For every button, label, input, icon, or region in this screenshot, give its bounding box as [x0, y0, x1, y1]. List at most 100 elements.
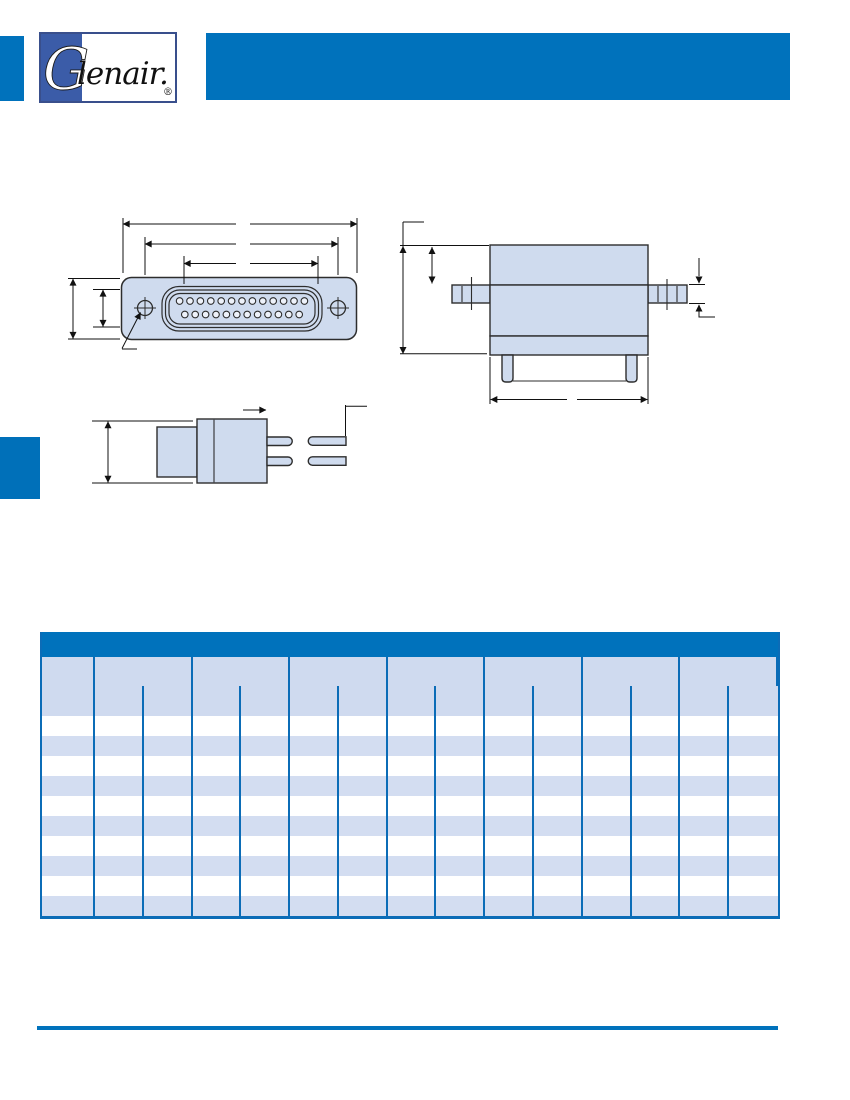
contact-hole: [253, 310, 262, 319]
table-cell: [436, 876, 486, 896]
table-cell: [680, 776, 730, 796]
contact-hole: [284, 310, 293, 319]
table-cell: [42, 736, 95, 756]
side-view-leg-right: [625, 354, 638, 383]
table-cell: [485, 896, 535, 916]
table-cell: [290, 736, 339, 756]
table-cell: [631, 896, 681, 916]
logo-blue-panel: [41, 34, 82, 101]
table-cell: [143, 796, 193, 816]
table-cell: [192, 896, 242, 916]
table-cell: [729, 816, 778, 836]
table-cell: [485, 836, 535, 856]
table-cell: [582, 796, 632, 816]
table-cell: [42, 756, 95, 776]
mounting-hole-right: [327, 297, 349, 319]
table-cell: [680, 796, 730, 816]
table-cell: [436, 896, 486, 916]
table-cell: [387, 896, 437, 916]
dimension-extension-lines: [400, 245, 489, 355]
header-sub-cell: [290, 686, 339, 716]
table-cell: [290, 796, 339, 816]
table-cell: [95, 856, 144, 876]
leader-arrow: [121, 312, 141, 349]
table-cell: [680, 896, 730, 916]
table-cell: [534, 796, 583, 816]
table-cell: [143, 896, 193, 916]
side-view-dimensions: [399, 221, 715, 404]
table-title-bar: [42, 632, 778, 657]
table-cell: [192, 716, 242, 736]
table-cell: [485, 816, 535, 836]
table-cell: [192, 756, 242, 776]
table-cell: [290, 876, 339, 896]
contact-hole: [279, 297, 288, 305]
table-cell: [631, 816, 681, 836]
side-view-leg-left: [501, 354, 514, 383]
header-sub-cell: [582, 686, 632, 716]
table-cell: [485, 876, 535, 896]
header-sub-cell: [338, 686, 388, 716]
header-sub-cell: [241, 686, 291, 716]
table-cell: [436, 796, 486, 816]
table-cell: [241, 836, 291, 856]
glenair-logo: G lenair. ®: [39, 32, 177, 103]
table-cell: [42, 816, 95, 836]
table-cell: [290, 756, 339, 776]
table-cell: [680, 816, 730, 836]
table-cell: [387, 796, 437, 816]
dimension-leader: [345, 405, 367, 436]
table-cell: [95, 796, 144, 816]
dimension-extension-lines: [689, 284, 705, 304]
table-cell: [192, 856, 242, 876]
dimension-extension-lines: [93, 289, 120, 328]
logo-letter-g: G: [43, 35, 89, 103]
table-cell: [680, 716, 730, 736]
table-cell: [241, 776, 291, 796]
table-cell: [582, 896, 632, 916]
table-cell: [582, 716, 632, 736]
table-cell: [290, 716, 339, 736]
table-cell: [729, 836, 778, 856]
table-cell: [143, 756, 193, 776]
table-cell: [729, 716, 778, 736]
table-cell: [534, 816, 583, 836]
table-cell: [582, 856, 632, 876]
table-cell: [387, 856, 437, 876]
footer-rule: [37, 1026, 778, 1030]
contact-hole: [212, 310, 220, 319]
table-cell: [485, 856, 535, 876]
contact-hole: [191, 310, 200, 319]
table-cell: [143, 736, 193, 756]
table-cell: [582, 776, 632, 796]
table-cell: [534, 856, 583, 876]
table-cell: [95, 756, 144, 776]
table-cell: [42, 716, 95, 736]
table-cell: [192, 796, 242, 816]
table-cell: [290, 896, 339, 916]
table-cell: [387, 776, 437, 796]
pin-top-left-segment: [266, 436, 293, 447]
table-cell: [95, 776, 144, 796]
header-sub-cell: [387, 686, 437, 716]
header-group-cell: [485, 657, 583, 686]
table-cell: [534, 836, 583, 856]
table-cell: [241, 716, 291, 736]
table-cell: [729, 896, 778, 916]
contact-hole: [217, 297, 226, 305]
table-cell: [387, 736, 437, 756]
table-cell: [631, 756, 681, 776]
table-cell: [387, 756, 437, 776]
table-cell: [582, 756, 632, 776]
header-group-cell: [680, 657, 778, 686]
pin-bottom-left-segment: [266, 456, 293, 467]
table-cell: [290, 836, 339, 856]
table-cell: [582, 736, 632, 756]
table-cell: [42, 856, 95, 876]
contact-hole: [269, 297, 278, 305]
header-lead-cell: [42, 657, 95, 716]
contact-detail: [156, 418, 347, 484]
table-cell: [631, 796, 681, 816]
table-cell: [485, 796, 535, 816]
